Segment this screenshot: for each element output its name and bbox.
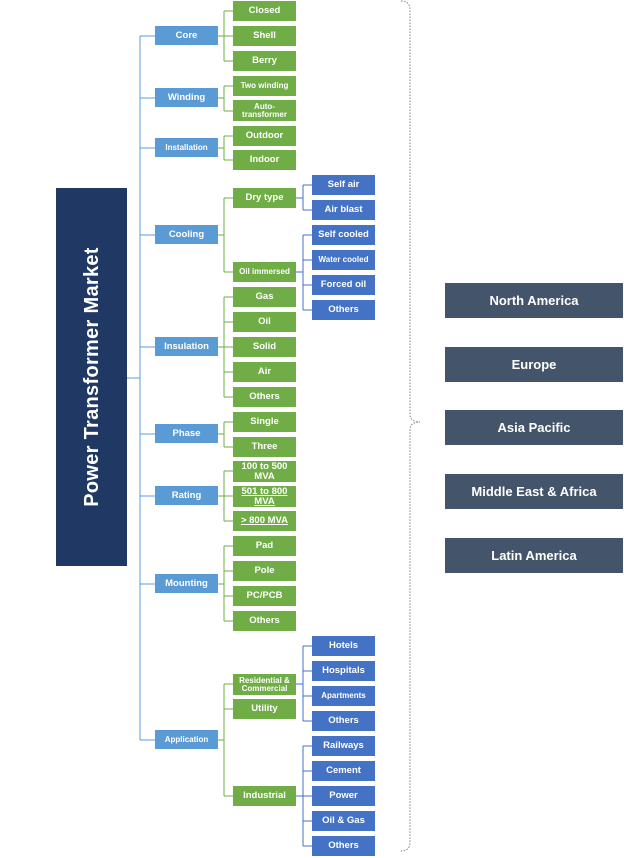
- sub-water-cooled[interactable]: Water cooled: [312, 250, 375, 270]
- sub-air-blast[interactable]: Air blast: [312, 200, 375, 220]
- sub-cement[interactable]: Cement: [312, 761, 375, 781]
- sub-apartments[interactable]: Apartments: [312, 686, 375, 706]
- option-oil[interactable]: Oil: [233, 312, 296, 332]
- sub-forced-oil[interactable]: Forced oil: [312, 275, 375, 295]
- sub-others-oil[interactable]: Others: [312, 300, 375, 320]
- option-others-insulation[interactable]: Others: [233, 387, 296, 407]
- option-gas[interactable]: Gas: [233, 287, 296, 307]
- root-label: Power Transformer Market: [80, 247, 103, 507]
- sub-power[interactable]: Power: [312, 786, 375, 806]
- category-cooling[interactable]: Cooling: [155, 225, 218, 244]
- region-europe[interactable]: Europe: [445, 347, 623, 382]
- sub-oil-gas[interactable]: Oil & Gas: [312, 811, 375, 831]
- sub-hospitals[interactable]: Hospitals: [312, 661, 375, 681]
- option-two-winding[interactable]: Two winding: [233, 76, 296, 96]
- category-rating[interactable]: Rating: [155, 486, 218, 505]
- region-latin-america[interactable]: Latin America: [445, 538, 623, 573]
- sub-railways[interactable]: Railways: [312, 736, 375, 756]
- grouping-brace: [400, 0, 421, 852]
- region-middle-east-africa[interactable]: Middle East & Africa: [445, 474, 623, 509]
- option-over-800-mva-label: > 800 MVA: [240, 515, 289, 527]
- option-berry[interactable]: Berry: [233, 51, 296, 71]
- option-auto-transformer[interactable]: Auto-transformer: [233, 100, 296, 121]
- option-three[interactable]: Three: [233, 437, 296, 457]
- category-core[interactable]: Core: [155, 26, 218, 45]
- option-oil-immersed[interactable]: Oil immersed: [233, 262, 296, 282]
- option-residential-commercial[interactable]: Residential & Commercial: [233, 674, 296, 695]
- option-shell[interactable]: Shell: [233, 26, 296, 46]
- option-industrial[interactable]: Industrial: [233, 786, 296, 806]
- option-solid[interactable]: Solid: [233, 337, 296, 357]
- option-outdoor[interactable]: Outdoor: [233, 126, 296, 146]
- sub-hotels[interactable]: Hotels: [312, 636, 375, 656]
- option-dry-type[interactable]: Dry type: [233, 188, 296, 208]
- option-501-to-800-mva-label: 501 to 800 MVA: [241, 486, 288, 507]
- option-over-800-mva[interactable]: > 800 MVA: [233, 511, 296, 531]
- sub-self-air[interactable]: Self air: [312, 175, 375, 195]
- region-asia-pacific[interactable]: Asia Pacific: [445, 410, 623, 445]
- region-north-america[interactable]: North America: [445, 283, 623, 318]
- option-others-mounting[interactable]: Others: [233, 611, 296, 631]
- category-installation[interactable]: Installation: [155, 138, 218, 157]
- option-501-to-800-mva[interactable]: 501 to 800 MVA: [233, 486, 296, 507]
- option-100-to-500-mva[interactable]: 100 to 500 MVA: [233, 461, 296, 482]
- option-pc-pcb[interactable]: PC/PCB: [233, 586, 296, 606]
- sub-others-industrial[interactable]: Others: [312, 836, 375, 856]
- category-winding[interactable]: Winding: [155, 88, 218, 107]
- root-node[interactable]: Power Transformer Market: [56, 188, 127, 566]
- option-pad[interactable]: Pad: [233, 536, 296, 556]
- option-indoor[interactable]: Indoor: [233, 150, 296, 170]
- sub-others-residential[interactable]: Others: [312, 711, 375, 731]
- option-closed[interactable]: Closed: [233, 1, 296, 21]
- option-pole[interactable]: Pole: [233, 561, 296, 581]
- category-phase[interactable]: Phase: [155, 424, 218, 443]
- category-mounting[interactable]: Mounting: [155, 574, 218, 593]
- sub-self-cooled[interactable]: Self cooled: [312, 225, 375, 245]
- category-insulation[interactable]: Insulation: [155, 337, 218, 356]
- option-air[interactable]: Air: [233, 362, 296, 382]
- category-application[interactable]: Application: [155, 730, 218, 749]
- option-single[interactable]: Single: [233, 412, 296, 432]
- option-utility[interactable]: Utility: [233, 699, 296, 719]
